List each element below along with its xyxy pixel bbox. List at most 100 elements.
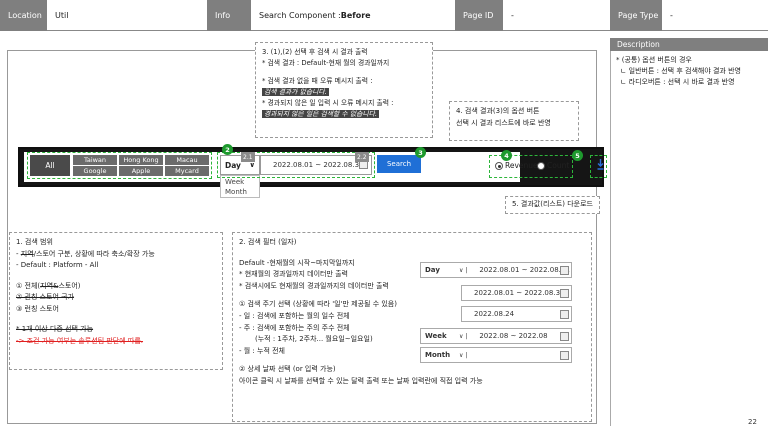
callout-line: * 검색 결과 없을 때 오류 메시지 출력 : [262,77,373,85]
filter-line: * 검색시에도 현재월의 경과일까지의 데이터만 출력 [239,281,389,290]
info-value: Search Component : Before [251,0,451,31]
range-line1-strike: 지역 [20,249,34,258]
filter-line: ② 상세 날짜 선택 (or 입력 가능) [239,365,336,374]
info-label: Info [207,0,251,31]
filter-spacer [239,249,585,258]
period-option-week[interactable]: Week [225,178,245,186]
platform-mycard-button[interactable]: Mycard [165,166,209,176]
example-week-range: 2022.08 ~ 2022.08 [479,332,548,340]
range-item3: ③ 런칭 스토어 [16,304,59,313]
filter-line: - 월 : 누적 전체 [239,346,285,355]
info-value-prefix: Search Component : [259,11,341,20]
location-value: Util [55,11,69,20]
chevron-down-icon: ∨ | [459,332,468,340]
callout-result-option: 4. 검색 결과(3)의 옵션 버튼 선택 시 결과 리스트에 바로 반영 [449,101,579,141]
calendar-icon[interactable] [560,332,569,341]
platform-google-button[interactable]: Google [73,166,117,176]
search-button[interactable]: Search [377,155,421,173]
step-badge-5: 5 [572,150,583,161]
radio-count[interactable] [537,162,545,170]
range-title: 1. 검색 범위 [16,238,53,246]
chevron-down-icon: ∨ [249,161,255,169]
callout-search-filter: 2. 검색 필터 (일자) Default -현재월의 시작~마지막일까지 * … [232,232,592,422]
example-day-filter[interactable]: Day ∨ | 2022.08.01 ~ 2022.08.31 [420,262,572,278]
radio-revenue[interactable] [495,162,503,170]
callout-line: 선택 시 결과 리스트에 바로 반영 [456,118,551,127]
range-note2: -> 조건 가능 여부는 솔루션팀 판단에 따름. [16,336,144,345]
range-item2: ② 권칭 스토어 국가 [16,293,75,301]
period-selected: Day [225,160,241,170]
filter-line: ① 검색 주기 선택 (상황에 따라 '일'만 제공될 수 있음) [239,300,397,309]
platform-taiwan-button[interactable]: Taiwan [73,155,117,165]
example-day-label: Day [425,266,440,274]
filter-line: * 현재월의 경과일까지 데이터만 출력 [239,270,348,279]
callout-download: 5. 결과값(리스트) 다운로드 [505,196,600,214]
download-highlight [590,155,607,178]
example-week-label: Week [425,332,447,340]
error-message-no-result: 검색 결과가 없습니다. [262,88,329,96]
platform-macau-button[interactable]: Macau [165,155,209,165]
callout-search-range: 1. 검색 범위 - 지역/스토어 구분, 상황에 따라 축소/확장 가능 - … [9,232,223,370]
date-filter-highlight [217,152,375,178]
example-date-range[interactable]: 2022.08.01 ~ 2022.08.31 [461,285,572,301]
range-note1: * 1개 이상 다중 선택 가능 [16,325,94,333]
calendar-icon[interactable] [560,351,569,360]
error-message-future-date: 경과되지 않은 일은 검색할 수 없습니다. [262,110,380,118]
callout-line: 3. (1),(2) 선택 후 검색 시 결과 출력 [262,48,368,56]
period-option-month[interactable]: Month [225,188,247,196]
range-item1: ① 전체(지역&스토어) [16,281,216,293]
platform-apple-button[interactable]: Apple [119,166,163,176]
description-title: Description [610,38,768,51]
pagetype-value: - [670,11,673,20]
description-body: * (공통) 옵션 버튼의 경우 ㄴ 일반버튼 : 선택 후 검색해야 결과 반… [610,51,768,426]
location-label: Location [0,0,47,31]
platform-all-button[interactable]: All [30,155,70,176]
range-spacer [16,272,216,281]
download-icon[interactable] [597,159,604,170]
description-line: ㄴ 일반버튼 : 선택 후 검색해야 결과 반영 [620,67,741,75]
range-line1: - 지역/스토어 구분, 상황에 따라 축소/확장 가능 [16,249,155,258]
date-range-input[interactable]: 2022.08.01 ~ 2022.08.31 [260,155,372,175]
pageid-label: Page ID [455,0,503,31]
filter-title: 2. 검색 필터 (일자) [239,238,297,246]
platform-hongkong-button[interactable]: Hong Kong [119,155,163,165]
period-options-list: Week Month [220,175,260,198]
pageid-value: - [511,11,514,20]
range-spacer [16,315,216,324]
description-line: * (공통) 옵션 버튼의 경우 [616,56,692,64]
result-option-highlight [489,155,573,178]
info-value-bold: Before [340,11,371,20]
example-week-filter[interactable]: Week ∨ | 2022.08 ~ 2022.08 [420,328,572,344]
step-badge-2-1: 2.1 [241,152,255,162]
callout-line: 4. 검색 결과(3)의 옵션 버튼 [456,107,540,115]
chevron-down-icon: ∨ | [459,351,468,359]
range-item1-strike: 지역& [40,281,59,290]
step-badge-2: 2 [222,144,233,155]
callout-line: * 검색 결과 : Default-현재 월의 경과일까지 [262,59,390,67]
step-badge-2-2: 2.2 [355,152,369,162]
example-month-filter[interactable]: Month ∨ | [420,347,572,363]
platform-range-highlight [27,152,212,179]
range-line1-rest: /스토어 구분, 상황에 따라 축소/확장 가능 [33,249,155,258]
radio-count-label: Count [547,161,570,170]
range-item1-prefix: ① 전체( [16,281,41,290]
range-line2: - Default : Platform - All [16,261,99,269]
range-item1-suffix: 스토어) [58,281,81,290]
radio-revenue-label: Revenue [505,161,538,170]
calendar-icon[interactable] [560,310,569,319]
calendar-icon[interactable] [560,289,569,298]
filter-line: - 일 : 검색에 포함하는 월의 일수 전체 [239,311,350,320]
example-single-date[interactable]: 2022.08.24 [461,306,572,322]
callout-search-result: 3. (1),(2) 선택 후 검색 시 결과 출력 * 검색 결과 : Def… [255,42,433,138]
filter-line: 아이콘 클릭 시 날짜를 선택할 수 있는 달력 출력 또는 날짜 입력란에 직… [239,376,483,385]
filter-line: (누적 : 1주차, 2주차... 월요일~일요일) [255,335,373,344]
step-badge-4: 4 [501,150,512,161]
example-day-range: 2022.08.01 ~ 2022.08.31 [479,266,570,274]
calendar-icon[interactable] [560,266,569,275]
callout-spacer [262,69,426,76]
callout-line: * 경과되지 않은 일 입력 시 오류 메시지 출력 : [262,99,394,107]
filter-line: - 주 : 검색에 포함하는 주의 주수 전체 [239,323,350,332]
chevron-down-icon: ∨ | [459,266,468,274]
example-month-label: Month [425,351,451,359]
header-bar: Location Util Info Search Component : Be… [0,0,768,31]
